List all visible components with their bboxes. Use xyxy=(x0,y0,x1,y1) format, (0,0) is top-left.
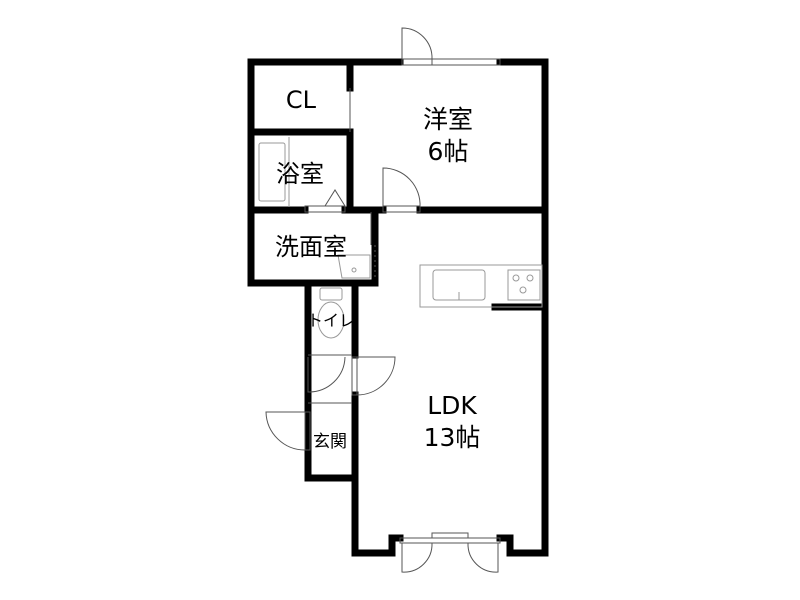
label-toilet: トイレ xyxy=(307,311,355,330)
doors xyxy=(265,27,501,573)
room-labels: CL 洋室 6帖 浴室 洗面室 トイレ 玄関 LDK 13帖 xyxy=(275,86,480,452)
label-washroom: 洗面室 xyxy=(275,233,347,261)
kitchen-counter xyxy=(419,264,543,308)
toilet-bowl xyxy=(317,301,345,339)
label-entrance: 玄関 xyxy=(313,432,347,452)
label-bathroom: 浴室 xyxy=(276,160,324,188)
label-ldk-size: 13帖 xyxy=(424,423,481,452)
window-ldk xyxy=(431,532,469,539)
door-ldk-balcony xyxy=(399,537,501,573)
label-closet: CL xyxy=(286,86,317,114)
bathtub xyxy=(258,142,286,202)
door-ldk xyxy=(351,356,396,396)
window-western-room xyxy=(431,58,501,66)
label-ldk: LDK xyxy=(427,391,477,420)
label-western-room: 洋室 xyxy=(423,105,473,134)
door-toilet xyxy=(307,356,346,393)
door-western-room-inner xyxy=(382,167,421,213)
door-bathroom xyxy=(304,189,346,213)
fixtures xyxy=(258,137,543,339)
label-western-room-size: 6帖 xyxy=(428,137,469,166)
sliding-door-washroom xyxy=(370,212,376,280)
toilet-tank xyxy=(319,287,343,301)
door-entrance xyxy=(265,411,311,451)
door-western-room-top xyxy=(401,27,433,66)
wash-basin xyxy=(337,254,371,279)
stove xyxy=(507,269,541,301)
partitions xyxy=(308,88,352,404)
